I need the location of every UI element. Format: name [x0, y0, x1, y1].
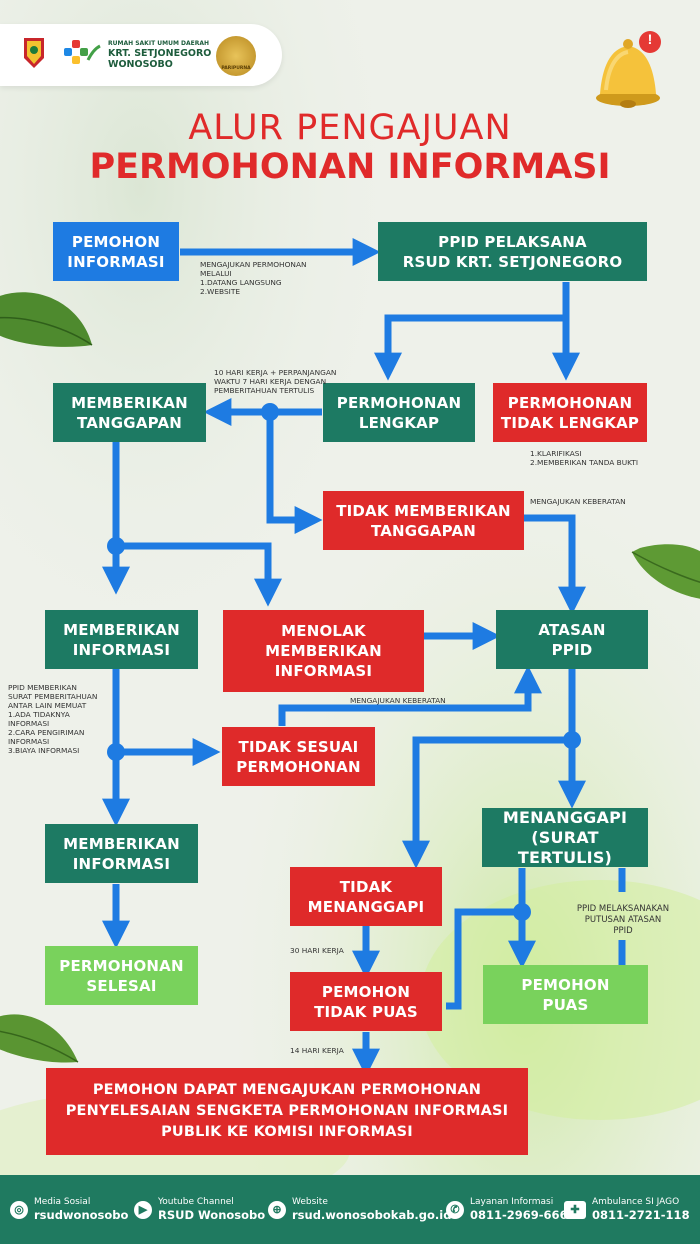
note-10-hari-kerja: 10 HARI KERJA + PERPANJANGAN WAKTU 7 HAR… [214, 368, 337, 395]
note-ppid-melaksanakan: PPID MELAKSANAKAN PUTUSAN ATASAN PPID [576, 904, 670, 936]
footer-label: Youtube Channel [158, 1197, 234, 1207]
hospital-logo [64, 40, 101, 64]
footer-label: Media Sosial [34, 1197, 91, 1207]
footer-item-social[interactable]: ◎ Media Sosial rsudwonosobo [10, 1197, 128, 1222]
footer-item-youtube[interactable]: ▶ Youtube Channel RSUD Wonosobo [134, 1197, 265, 1222]
footer-value: rsud.wonosobokab.go.id [292, 1208, 452, 1222]
footer-item-ambulance[interactable]: ✚ Ambulance SI JAGO 0811-2721-118 [564, 1197, 690, 1222]
footer-value: 0811-2969-666 [470, 1208, 568, 1222]
box-tidak-sesuai-permohonan: TIDAK SESUAI PERMOHONAN [222, 727, 375, 786]
phone-icon: ✆ [446, 1200, 464, 1219]
box-atasan-ppid: ATASAN PPID [496, 610, 648, 669]
hospital-name-line3: WONOSOBO [108, 59, 173, 70]
regency-crest-logo [24, 38, 44, 68]
leaf-decoration-left [0, 292, 93, 347]
accreditation-badge-text: PARIPURNA [221, 66, 251, 71]
footer-value: 0811-2721-118 [592, 1208, 690, 1222]
globe-icon: ⊕ [268, 1200, 286, 1219]
footer-value: rsudwonosobo [34, 1208, 129, 1222]
note-mengajukan-keberatan-1: MENGAJUKAN KEBERATAN [530, 497, 626, 506]
box-menanggapi: MENANGGAPI (SURAT TERTULIS) [482, 808, 648, 867]
footer-label: Ambulance SI JAGO [592, 1197, 680, 1207]
note-30-hari-kerja: 30 HARI KERJA [290, 946, 344, 955]
footer-label: Website [292, 1197, 328, 1207]
hospital-name: RUMAH SAKIT UMUM DAERAH KRT. SETJONEGORO… [108, 40, 211, 70]
hospital-name-line1: RUMAH SAKIT UMUM DAERAH [108, 40, 210, 47]
accreditation-badge: PARIPURNA [216, 36, 256, 76]
note-mengajukan-permohonan: MENGAJUKAN PERMOHONAN MELALUI 1.DATANG L… [200, 260, 307, 296]
note-ppid-memberikan: PPID MEMBERIKAN SURAT PEMBERITAHUAN ANTA… [8, 683, 98, 755]
ambulance-icon: ✚ [564, 1200, 586, 1219]
box-ppid-pelaksana: PPID PELAKSANA RSUD KRT. SETJONEGORO [378, 222, 647, 281]
box-komisi-informasi: PEMOHON DAPAT MENGAJUKAN PERMOHONAN PENY… [46, 1068, 528, 1155]
page-title-line1: ALUR PENGAJUAN [188, 108, 512, 148]
box-pemohon-puas: PEMOHON PUAS [483, 965, 648, 1024]
box-permohonan-selesai: PERMOHONAN SELESAI [45, 946, 198, 1005]
box-memberikan-tanggapan: MEMBERIKAN TANGGAPAN [53, 383, 206, 442]
bell-notification-badge: ! [647, 31, 653, 47]
leaf-decoration-right [631, 544, 700, 599]
box-pemohon-informasi: PEMOHON INFORMASI [53, 222, 179, 281]
box-permohonan-lengkap: PERMOHONAN LENGKAP [323, 383, 475, 442]
box-pemohon-tidak-puas: PEMOHON TIDAK PUAS [290, 972, 442, 1031]
leaf-decoration-bottom-left [0, 1014, 79, 1063]
footer-item-website[interactable]: ⊕ Website rsud.wonosobokab.go.id [268, 1197, 451, 1222]
box-permohonan-tidak-lengkap: PERMOHONAN TIDAK LENGKAP [493, 383, 647, 442]
hospital-name-line2: KRT. SETJONEGORO [108, 48, 212, 59]
box-menolak-memberikan-informasi: MENOLAK MEMBERIKAN INFORMASI [223, 610, 424, 692]
note-klarifikasi: 1.KLARIFIKASI 2.MEMBERIKAN TANDA BUKTI [530, 449, 639, 467]
youtube-icon: ▶ [134, 1200, 152, 1219]
footer-item-layanan[interactable]: ✆ Layanan Informasi 0811-2969-666 [446, 1197, 568, 1222]
box-tidak-memberikan-tanggapan: TIDAK MEMBERIKAN TANGGAPAN [323, 491, 524, 550]
note-mengajukan-keberatan-2: MENGAJUKAN KEBERATAN [350, 696, 446, 705]
footer-label: Layanan Informasi [470, 1197, 554, 1207]
instagram-icon: ◎ [10, 1200, 28, 1219]
bell-icon [596, 31, 661, 108]
page-title-line2: PERMOHONAN INFORMASI [89, 147, 611, 187]
note-14-hari-kerja: 14 HARI KERJA [290, 1046, 344, 1055]
footer-value: RSUD Wonosobo [158, 1208, 266, 1222]
box-tidak-menanggapi: TIDAK MENANGGAPI [290, 867, 442, 926]
box-memberikan-informasi-2: MEMBERIKAN INFORMASI [45, 824, 198, 883]
box-memberikan-informasi-1: MEMBERIKAN INFORMASI [45, 610, 198, 669]
